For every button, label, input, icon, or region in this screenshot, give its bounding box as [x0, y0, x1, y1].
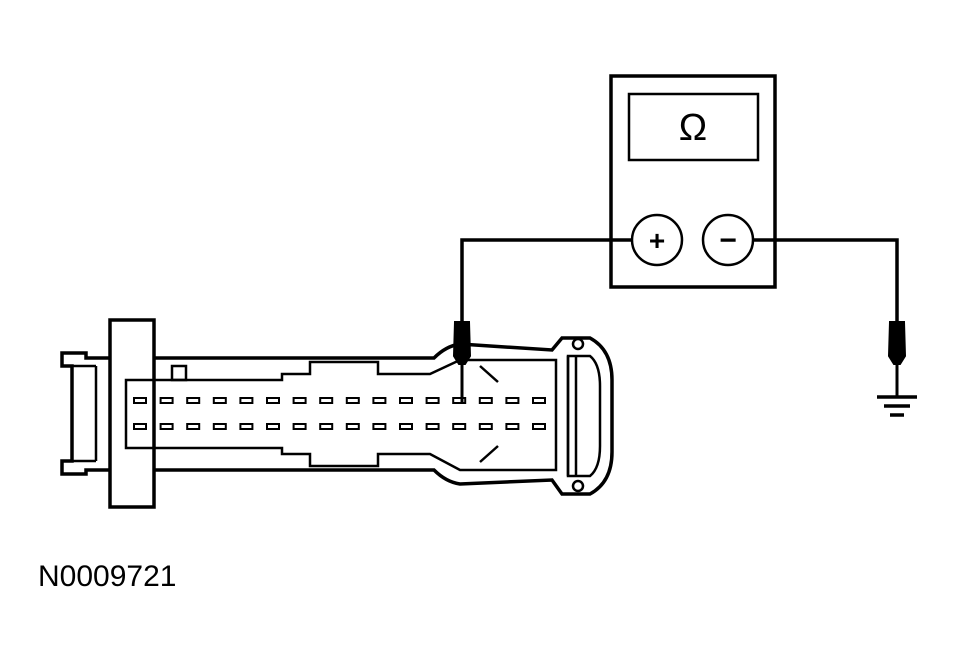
connector-pin — [292, 397, 307, 404]
connector-pin — [239, 423, 254, 430]
connector-pin — [372, 397, 387, 404]
positive-lead-wire — [460, 238, 632, 322]
connector-pin — [266, 397, 280, 404]
connector-pin — [159, 397, 174, 404]
connector-pin — [133, 397, 147, 404]
ohmmeter: Ω + − — [609, 74, 777, 289]
connector-pin — [372, 423, 387, 430]
connector-pin — [345, 423, 360, 430]
negative-terminal-label: − — [719, 224, 737, 257]
connector-pin — [159, 423, 174, 430]
connector-pin — [319, 423, 334, 430]
positive-terminal-label: + — [649, 225, 665, 256]
connector-pin — [478, 423, 493, 430]
figure-reference-number: N0009721 — [38, 560, 177, 593]
connector-pin — [452, 397, 467, 404]
connector-pin — [399, 397, 413, 404]
connector-pin — [505, 423, 520, 430]
connector-pin — [133, 423, 147, 430]
connector-pin — [186, 397, 201, 404]
connector-pin — [345, 397, 360, 404]
connector-pin — [425, 397, 440, 404]
connector-pin — [186, 423, 201, 430]
connector-end-cap — [566, 354, 602, 478]
connector-pins — [133, 397, 546, 430]
connector-pin — [452, 423, 467, 430]
connector-pin — [212, 397, 227, 404]
connector-housing — [154, 336, 614, 496]
connector — [60, 318, 614, 509]
connector-pin — [532, 423, 546, 430]
connector-pin — [399, 423, 413, 430]
connector-pin — [505, 397, 520, 404]
connector-pin — [532, 397, 546, 404]
connector-latch — [60, 351, 110, 476]
ohmmeter-display — [627, 92, 760, 162]
connector-inner-body — [124, 358, 558, 472]
connector-pin — [212, 423, 227, 430]
connector-pin — [319, 397, 334, 404]
connector-pin — [292, 423, 307, 430]
ground-symbol-icon — [877, 395, 917, 417]
connector-pin — [478, 397, 493, 404]
negative-lead-wire — [753, 238, 899, 322]
ohm-symbol: Ω — [679, 107, 707, 149]
connector-flange — [108, 318, 156, 509]
connector-pin — [239, 397, 254, 404]
connector-pin — [425, 423, 440, 430]
ohmmeter-body — [609, 74, 777, 289]
connector-pin — [266, 423, 280, 430]
negative-probe — [887, 321, 907, 396]
